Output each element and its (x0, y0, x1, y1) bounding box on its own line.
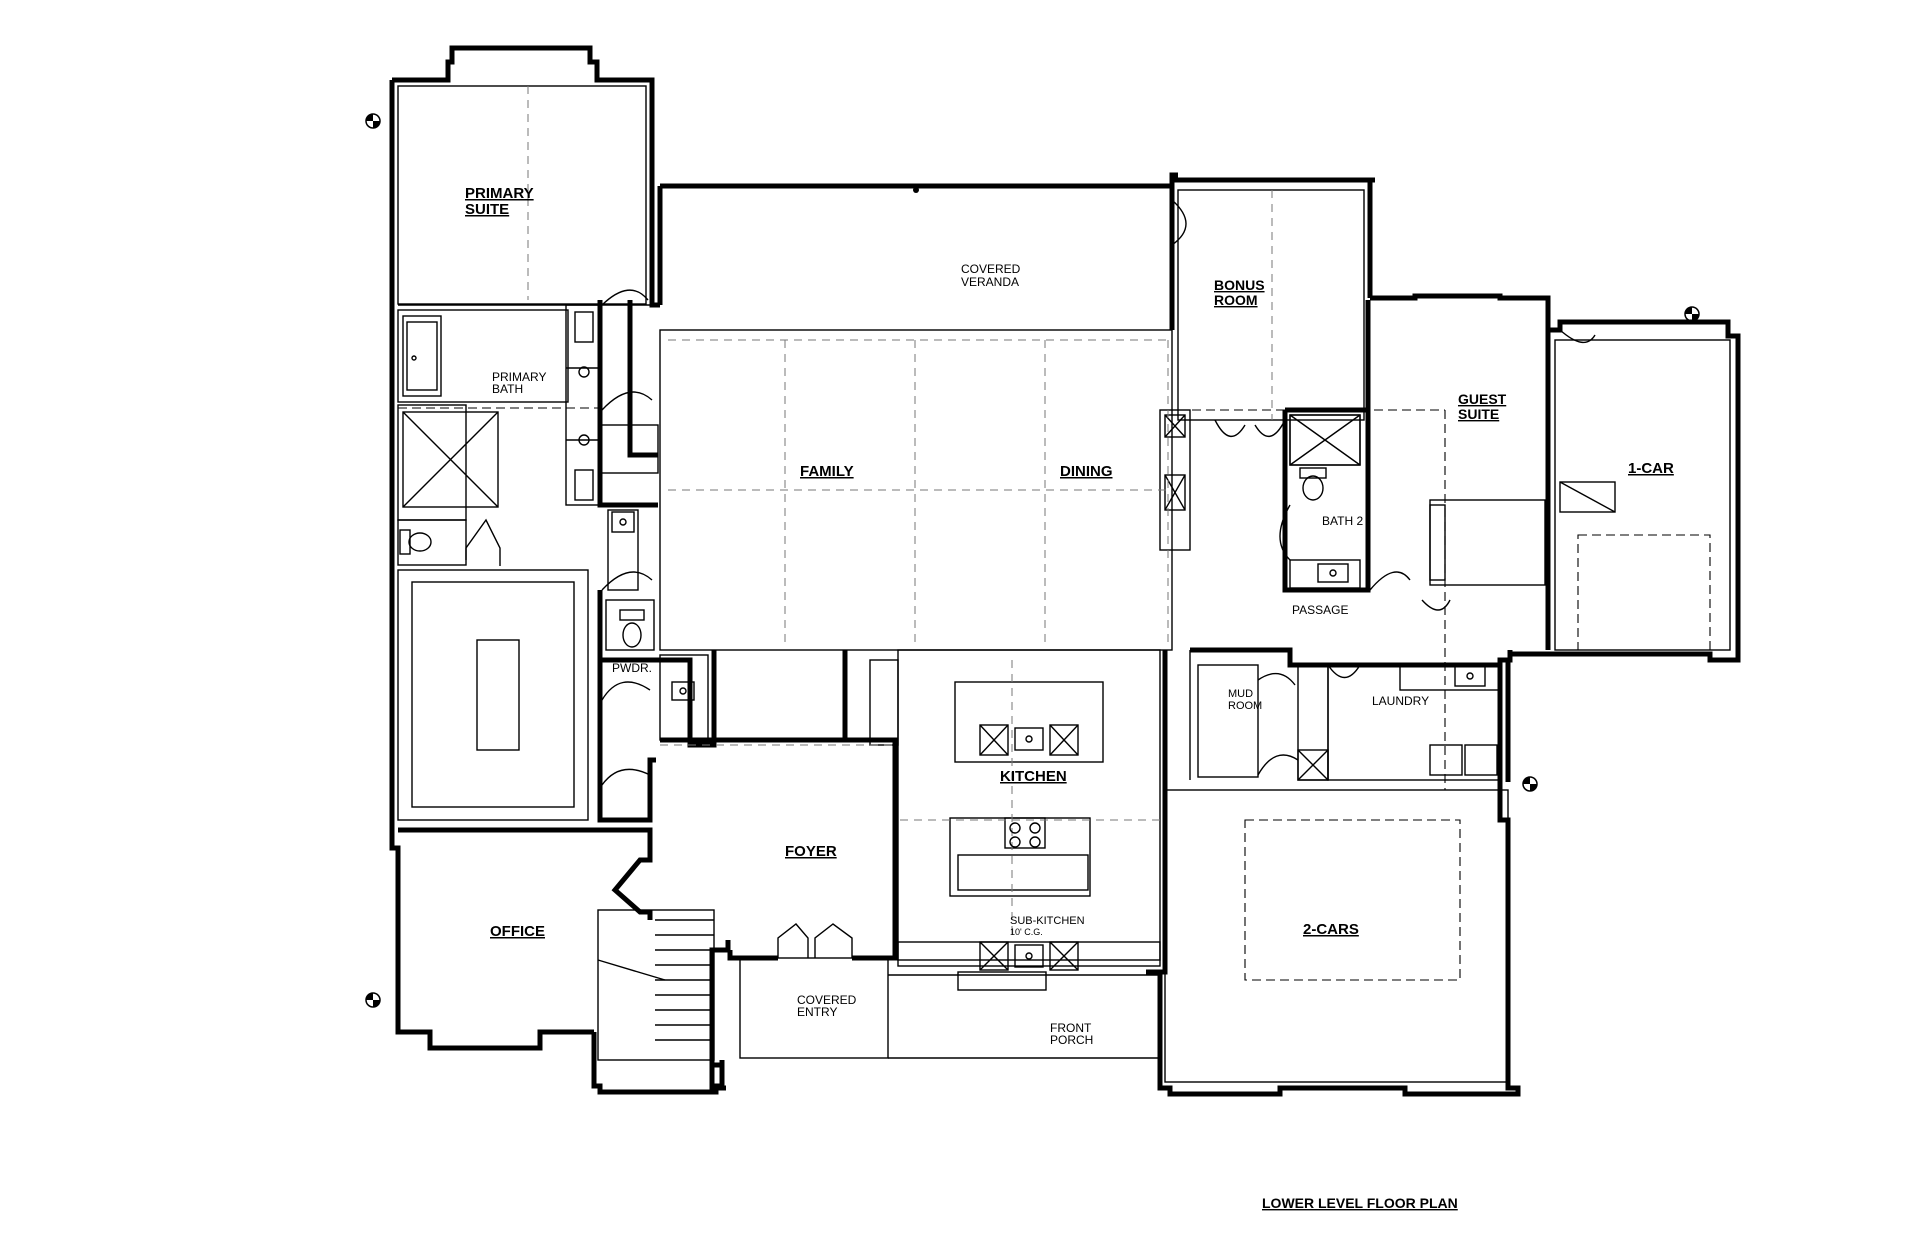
sink-icon (1317, 563, 1349, 583)
room-label-covered-entry-2: ENTRY (797, 1005, 837, 1019)
room-label-primary-suite-2: SUITE (465, 201, 509, 218)
sink-icon (1014, 727, 1044, 751)
room-label-foyer: FOYER (785, 843, 837, 860)
room-label-pwdr: PWDR. (612, 661, 652, 675)
room-label-passage: PASSAGE (1292, 603, 1348, 617)
tub-icon (402, 315, 442, 397)
range-icon (1009, 822, 1041, 848)
room-label-bath-2: BATH 2 (1322, 514, 1363, 528)
room-label-primary-bath-1: PRIMARY (492, 370, 546, 384)
sink-icon (671, 681, 695, 701)
sink-icon (1014, 944, 1044, 968)
room-label-covered-entry-1: COVERED (797, 993, 857, 1007)
room-label-covered-veranda-1: COVERED (961, 262, 1021, 276)
shower-icon (1289, 414, 1361, 466)
room-label-mud-room-2: ROOM (1228, 700, 1262, 712)
room-label-primary-bath-2: BATH (492, 382, 523, 396)
plan-title: LOWER LEVEL FLOOR PLAN (1262, 1195, 1458, 1211)
door-swing-icon (601, 199, 1596, 786)
sink-icon (578, 366, 590, 446)
room-label-covered-veranda-2: VERANDA (961, 275, 1019, 289)
room-label-mud-room-1: MUD (1228, 688, 1253, 700)
sink-icon (1454, 665, 1486, 687)
room-label-kitchen: KITCHEN (1000, 768, 1067, 785)
room-label-office: OFFICE (490, 923, 545, 940)
room-label-dining: DINING (1060, 463, 1113, 480)
room-label-primary-suite-1: PRIMARY (465, 185, 534, 202)
interior-walls (397, 85, 1731, 1083)
section-marker-icon (365, 113, 1700, 1008)
room-labels: PRIMARY SUITE COVERED VERANDA BONUS ROOM… (465, 185, 1674, 1047)
room-label-sub-kitchen-note: 10' C.G. (1010, 927, 1043, 937)
room-label-one-car: 1-CAR (1628, 460, 1674, 477)
shower-icon (402, 411, 499, 508)
sink-icon (611, 511, 635, 533)
room-label-guest-suite-2: SUITE (1458, 406, 1499, 422)
room-label-bonus-room-2: ROOM (1214, 292, 1258, 308)
dashed-beams (398, 86, 1446, 940)
room-label-front-porch-2: PORCH (1050, 1033, 1093, 1047)
room-label-sub-kitchen: SUB-KITCHEN (1010, 915, 1085, 927)
exterior-walls (389, 45, 1741, 1097)
fixtures (399, 315, 1486, 968)
toilet-icon (619, 609, 645, 648)
room-label-laundry: LAUNDRY (1372, 694, 1429, 708)
room-label-two-cars: 2-CARS (1303, 921, 1359, 938)
room-label-family: FAMILY (800, 463, 854, 480)
room-label-guest-suite-1: GUEST (1458, 391, 1507, 407)
room-label-front-porch-1: FRONT (1050, 1021, 1092, 1035)
toilet-icon (1299, 467, 1327, 501)
toilet-icon (399, 529, 432, 555)
room-label-bonus-room-1: BONUS (1214, 277, 1265, 293)
